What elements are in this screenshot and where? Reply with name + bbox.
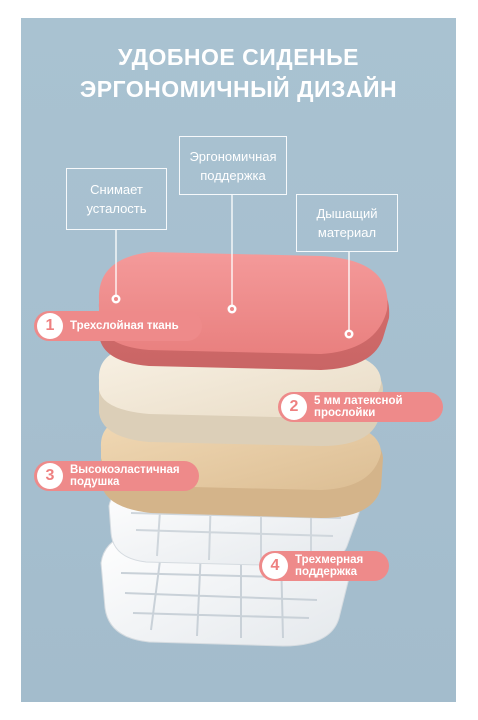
callout-relieves-fatigue: Снимает усталость — [66, 168, 167, 230]
layer-label-3-text: Высокоэластичная подушка — [70, 464, 180, 488]
layer-number-2: 2 — [281, 394, 307, 420]
layer-label-3: 3 Высокоэластичная подушка — [34, 461, 199, 491]
callout-connectors — [115, 195, 350, 334]
callout-relieves-fatigue-text: Снимает усталость — [86, 182, 147, 216]
layer-number-3: 3 — [37, 463, 63, 489]
callout-dots — [111, 294, 354, 339]
layer-label-4-text: Трехмерная поддержка — [295, 554, 364, 578]
callout-breathable-material: Дышащий материал — [296, 194, 398, 252]
product-banner: УДОБНОЕ СИДЕНЬЕ ЭРГОНОМИЧНЫЙ ДИЗАЙН — [21, 18, 456, 702]
layer-label-1-text: Трехслойная ткань — [70, 320, 179, 332]
layer-label-2: 2 5 мм латексной прослойки — [278, 392, 443, 422]
layer-number-4: 4 — [262, 553, 288, 579]
banner-title-line-1: УДОБНОЕ СИДЕНЬЕ — [117, 44, 360, 70]
seat-layers-illustration — [98, 195, 390, 647]
layer-label-1: 1 Трехслойная ткань — [34, 311, 202, 341]
callout-breathable-material-text: Дышащий материал — [316, 206, 378, 240]
callout-ergonomic-support-text: Эргономичная поддержка — [189, 148, 277, 183]
banner-title-line-2: ЭРГОНОМИЧНЫЙ ДИЗАЙН — [79, 76, 398, 102]
layer-number-1: 1 — [37, 313, 63, 339]
layer-label-4: 4 Трехмерная поддержка — [259, 551, 389, 581]
layer-label-2-text: 5 мм латексной прослойки — [314, 395, 403, 419]
callout-ergonomic-support: Эргономичная поддержка — [179, 136, 287, 195]
